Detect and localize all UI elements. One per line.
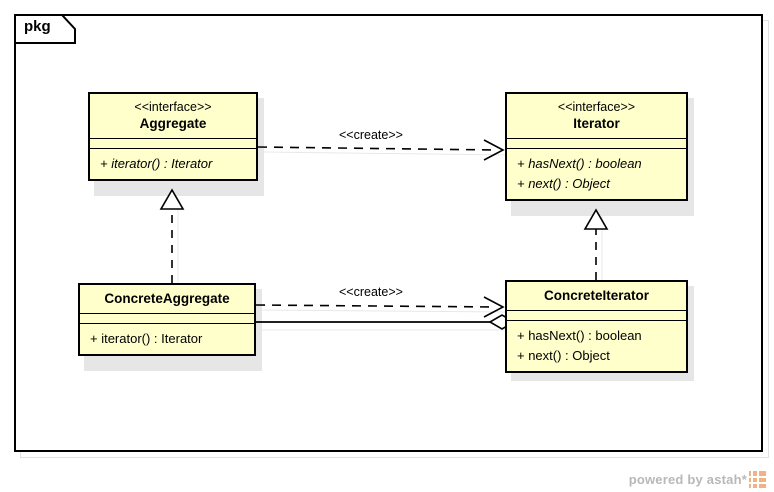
astah-logo-icon <box>749 471 766 488</box>
class-operations-concreteaggregate: + iterator() : Iterator <box>80 324 254 354</box>
dependency-label-create-bottom: <<create>> <box>336 285 406 299</box>
class-header-aggregate: <<interface>> Aggregate <box>90 94 256 139</box>
class-header-concreteiterator: ConcreteIterator <box>507 282 686 311</box>
class-name-iterator: Iterator <box>573 116 620 131</box>
class-stereotype-aggregate: <<interface>> <box>134 100 212 114</box>
class-box-iterator[interactable]: <<interface>> Iterator + hasNext() : boo… <box>505 92 688 201</box>
class-attributes-concreteaggregate <box>80 314 254 324</box>
operation-item: + hasNext() : boolean <box>517 328 642 343</box>
class-operations-iterator: + hasNext() : boolean + next() : Object <box>507 149 686 199</box>
class-header-concreteaggregate: ConcreteAggregate <box>80 285 254 314</box>
class-box-concreteaggregate[interactable]: ConcreteAggregate + iterator() : Iterato… <box>78 283 256 356</box>
class-operations-aggregate: + iterator() : Iterator <box>90 149 256 179</box>
package-label: pkg <box>24 18 51 35</box>
operation-item: + hasNext() : boolean <box>517 156 642 171</box>
watermark-text: powered by astah* <box>628 472 747 487</box>
class-operations-concreteiterator: + hasNext() : boolean + next() : Object <box>507 321 686 371</box>
package-frame <box>14 14 763 452</box>
class-name-aggregate: Aggregate <box>139 116 207 131</box>
dependency-label-create-top: <<create>> <box>336 128 406 142</box>
watermark: powered by astah* <box>629 471 766 488</box>
class-name-concreteaggregate: ConcreteAggregate <box>104 291 230 306</box>
operation-item: + iterator() : Iterator <box>100 156 213 171</box>
class-header-iterator: <<interface>> Iterator <box>507 94 686 139</box>
package-tab <box>14 14 76 44</box>
class-box-concreteiterator[interactable]: ConcreteIterator + hasNext() : boolean +… <box>505 280 688 373</box>
class-attributes-iterator <box>507 139 686 149</box>
operation-item: + next() : Object <box>517 348 610 363</box>
class-stereotype-iterator: <<interface>> <box>557 100 636 114</box>
operation-item: + iterator() : Iterator <box>90 331 203 346</box>
operation-item: + next() : Object <box>517 176 610 191</box>
class-attributes-aggregate <box>90 139 256 149</box>
class-name-concreteiterator: ConcreteIterator <box>543 288 650 303</box>
class-box-aggregate[interactable]: <<interface>> Aggregate + iterator() : I… <box>88 92 258 181</box>
class-attributes-concreteiterator <box>507 311 686 321</box>
